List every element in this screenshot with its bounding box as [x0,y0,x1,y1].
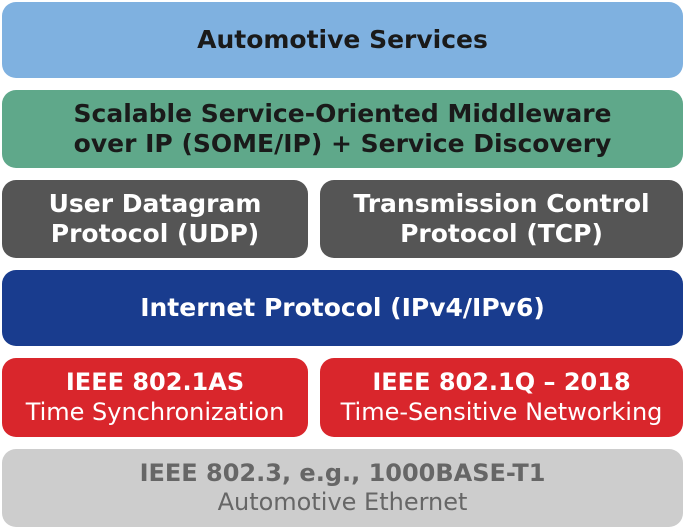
layer-ieee-802-1q: IEEE 802.1Q – 2018 Time-Sensitive Networ… [320,358,683,437]
layer-internet-protocol: Internet Protocol (IPv4/IPv6) [2,270,683,346]
layer-standard: IEEE 802.1AS [65,368,245,397]
layer-description: Time-Sensitive Networking [340,397,663,426]
layer-some-ip: Scalable Service-Oriented Middleware ove… [2,90,683,168]
layer-title-line1: Transmission Control [353,188,650,218]
layer-title-line2: Protocol (UDP) [50,219,260,248]
layer-description: Time Synchronization [25,397,285,426]
layer-title-line2: over IP (SOME/IP) + Service Discovery [73,129,612,158]
layer-ieee-802-1as: IEEE 802.1AS Time Synchronization [2,358,308,437]
layer-standard: IEEE 802.1Q – 2018 [372,368,631,397]
layer-ethernet: IEEE 802.3, e.g., 1000BASE-T1 Automotive… [2,449,683,527]
layer-tcp: Transmission Control Protocol (TCP) [320,180,683,258]
layer-title-line1: Scalable Service-Oriented Middleware [73,98,612,128]
layer-title: Internet Protocol (IPv4/IPv6) [140,292,545,322]
layer-title-line2: Protocol (TCP) [400,219,603,248]
layer-title: Automotive Services [197,24,488,54]
layer-title-line1: User Datagram [48,188,262,218]
layer-udp: User Datagram Protocol (UDP) [2,180,308,258]
layer-automotive-services: Automotive Services [2,2,683,78]
layer-standard: IEEE 802.3, e.g., 1000BASE-T1 [139,458,546,487]
layer-description: Automotive Ethernet [217,488,468,516]
